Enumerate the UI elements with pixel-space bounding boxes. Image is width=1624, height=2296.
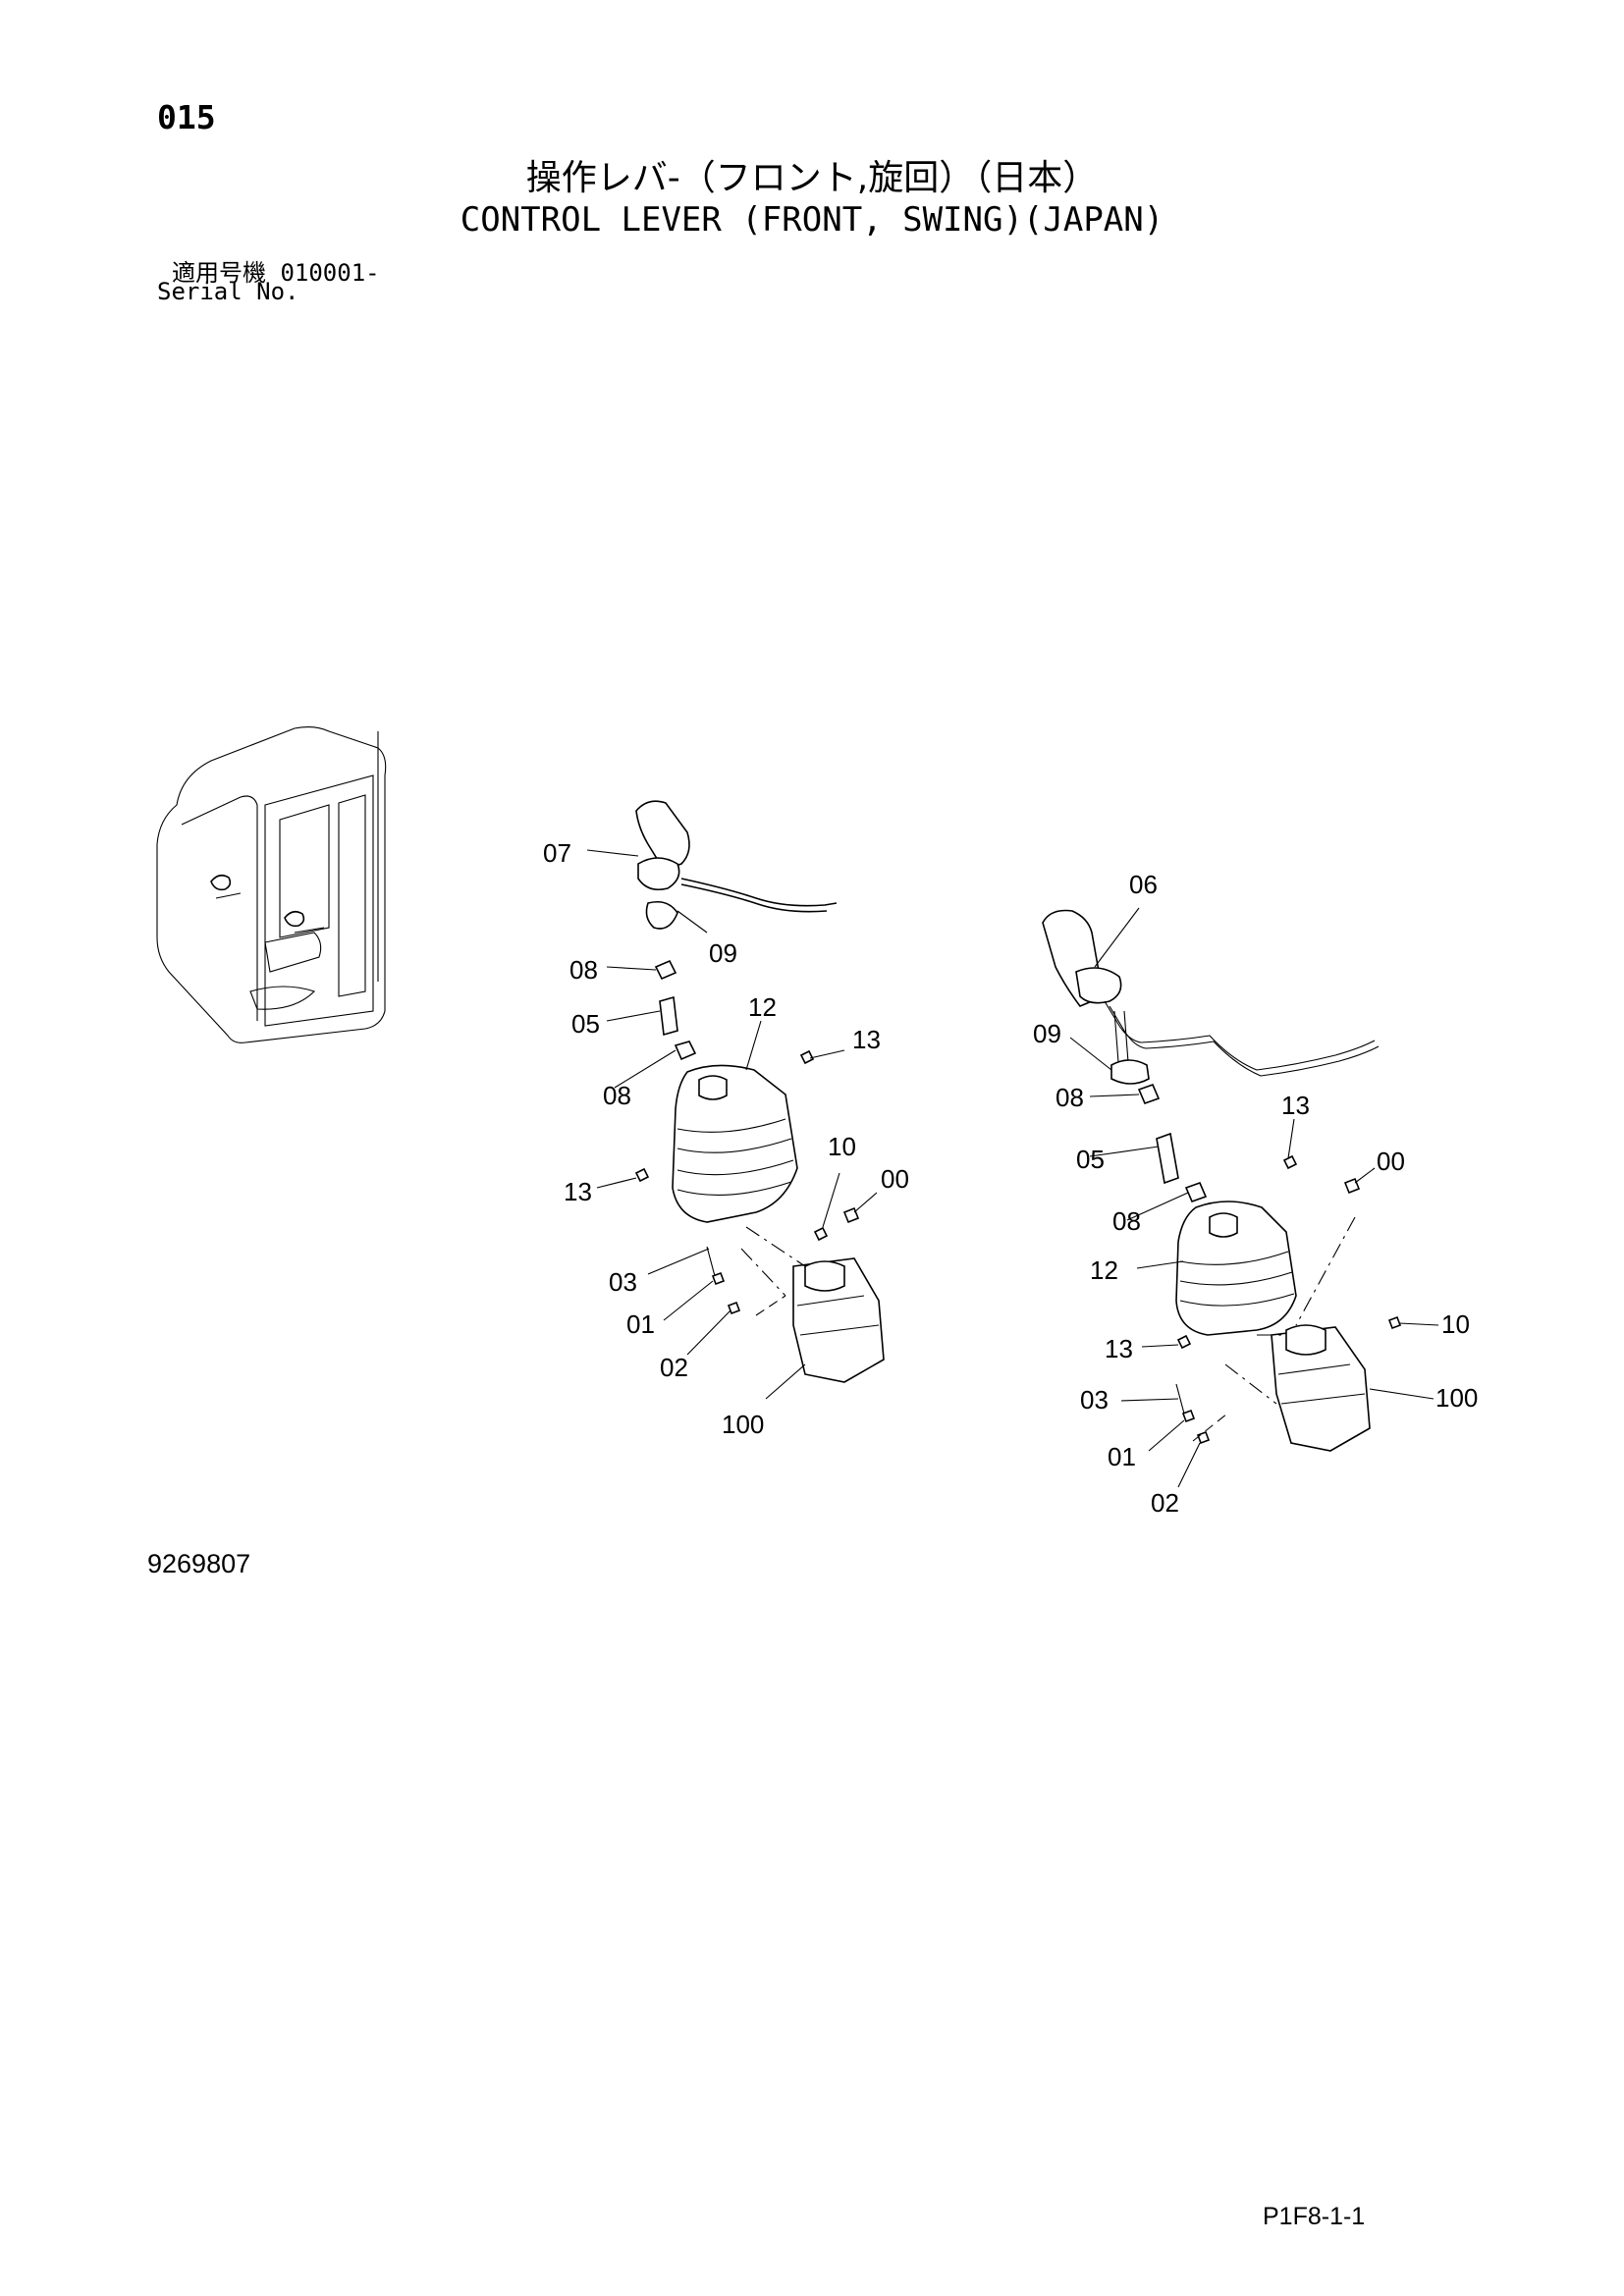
callout-left-12: 12 bbox=[748, 992, 777, 1022]
callout-right-05: 05 bbox=[1076, 1145, 1105, 1174]
serial-line: 適用号機 010001- bbox=[172, 253, 380, 288]
callout-right-06: 06 bbox=[1129, 870, 1158, 899]
callout-left-03: 03 bbox=[609, 1267, 637, 1297]
cab-locator-sketch bbox=[156, 725, 387, 1043]
callout-left-08-upper: 08 bbox=[569, 955, 598, 985]
callout-left-05: 05 bbox=[571, 1009, 600, 1039]
callout-right-10: 10 bbox=[1441, 1309, 1470, 1339]
callout-left-13-upper: 13 bbox=[852, 1025, 881, 1054]
page-code: 015 bbox=[157, 98, 216, 136]
left-boot bbox=[672, 1064, 798, 1223]
callout-right-03: 03 bbox=[1080, 1385, 1109, 1415]
callout-left-00: 00 bbox=[881, 1164, 909, 1194]
right-lever-rod bbox=[1156, 1132, 1179, 1185]
callout-right-08-lower: 08 bbox=[1112, 1206, 1141, 1236]
serial-value: 010001- bbox=[280, 259, 380, 287]
title-japanese: 操作レバ-（フロント,旋回）（日本） bbox=[525, 158, 1099, 198]
page-reference: P1F8-1-1 bbox=[1263, 2203, 1366, 2230]
callout-left-09: 09 bbox=[709, 938, 737, 968]
callout-right-01: 01 bbox=[1108, 1442, 1136, 1471]
callout-left-08-lower: 08 bbox=[603, 1081, 631, 1110]
callout-left-100: 100 bbox=[722, 1410, 764, 1439]
callout-right-00: 00 bbox=[1377, 1147, 1405, 1176]
callout-right-100: 100 bbox=[1435, 1383, 1478, 1413]
left-lever-rod bbox=[659, 995, 678, 1037]
callout-right-09: 09 bbox=[1033, 1019, 1061, 1048]
callout-right-12: 12 bbox=[1090, 1255, 1118, 1285]
callout-right-13-lower: 13 bbox=[1105, 1334, 1133, 1363]
serial-label-jp: 適用号機 bbox=[172, 259, 266, 287]
callout-left-10: 10 bbox=[828, 1132, 856, 1161]
doc-number: 9269807 bbox=[147, 1549, 251, 1578]
right-pilot-valve bbox=[1271, 1326, 1371, 1452]
callout-left-02: 02 bbox=[660, 1353, 688, 1382]
right-lever-assembly: 06 09 08 13 05 00 08 12 10 13 100 03 01 … bbox=[1033, 870, 1478, 1518]
callout-left-07: 07 bbox=[543, 838, 571, 868]
title-english: CONTROL LEVER (FRONT, SWING)(JAPAN) bbox=[460, 200, 1164, 240]
serial-label-en: Serial No. bbox=[157, 278, 299, 305]
left-lever-assembly: 07 09 08 05 12 13 08 13 10 00 03 01 02 1… bbox=[543, 800, 909, 1439]
callout-left-13-lower: 13 bbox=[564, 1177, 592, 1206]
callout-right-13-upper: 13 bbox=[1281, 1091, 1310, 1120]
callout-left-01: 01 bbox=[626, 1309, 655, 1339]
left-grip bbox=[635, 800, 690, 871]
callout-right-02: 02 bbox=[1151, 1488, 1179, 1518]
callout-right-08-upper: 08 bbox=[1056, 1083, 1084, 1112]
